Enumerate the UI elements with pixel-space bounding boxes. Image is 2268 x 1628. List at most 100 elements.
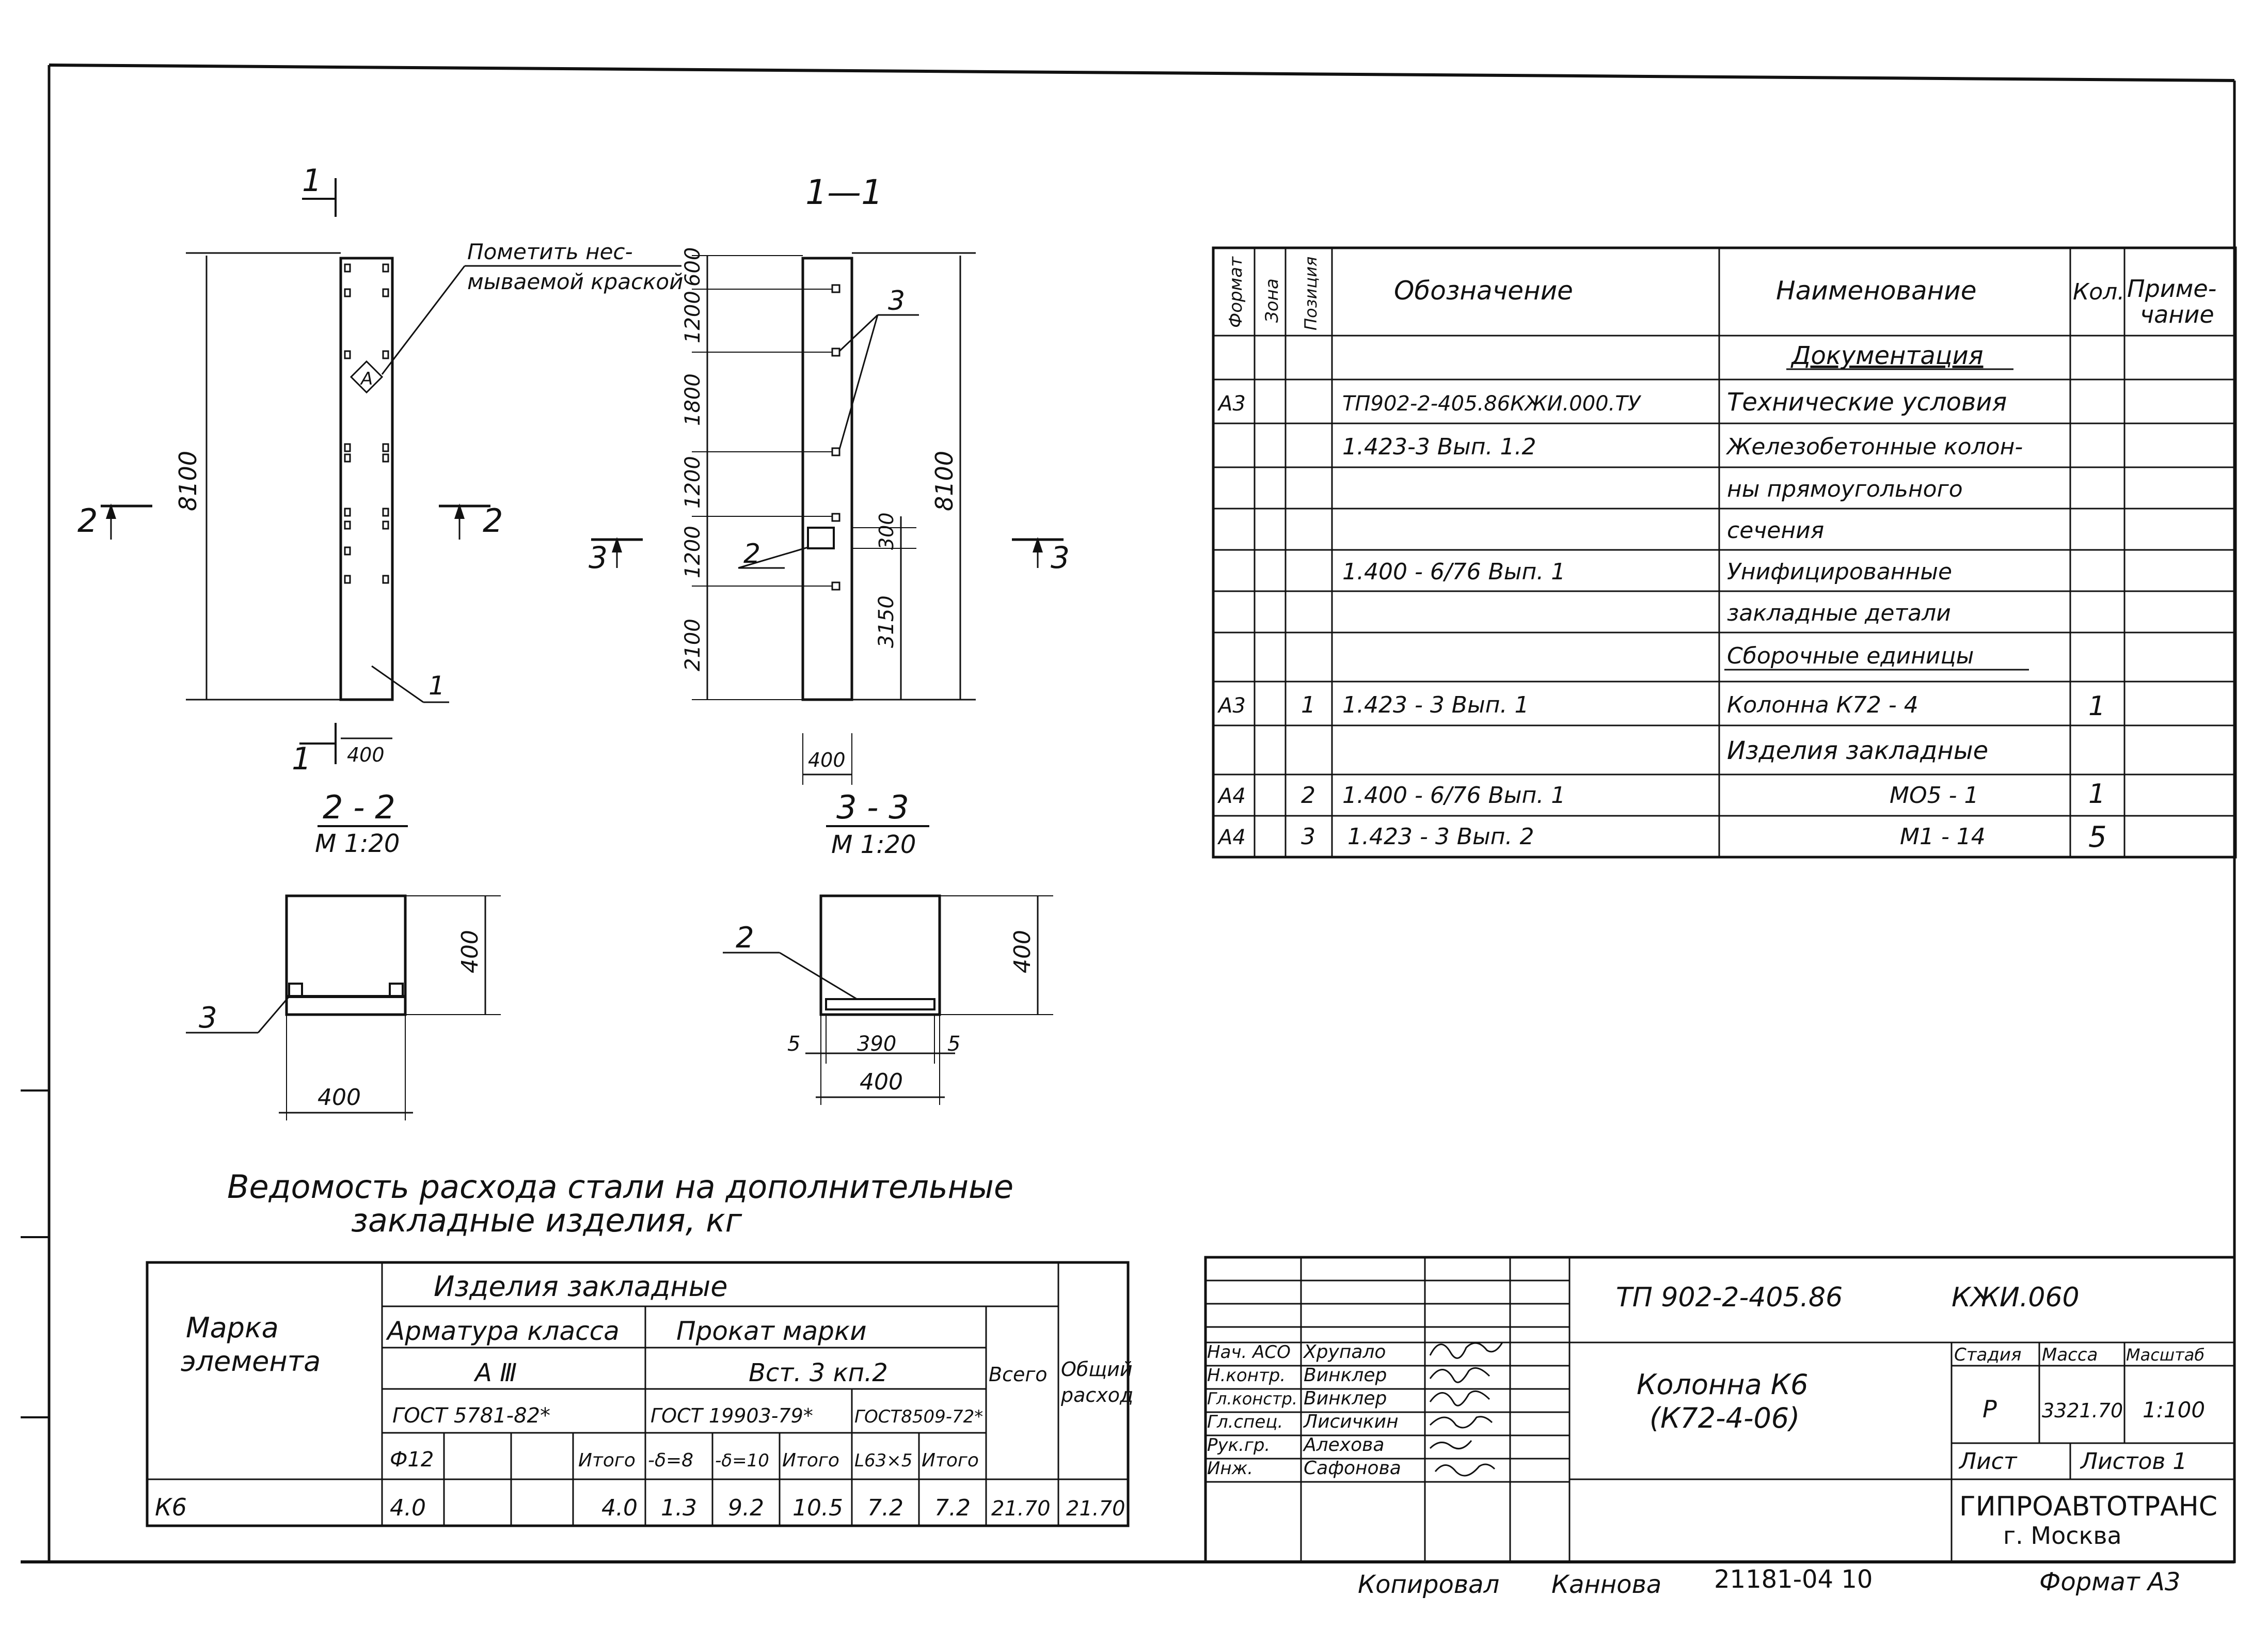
position-label-3-cross: 3	[199, 1001, 217, 1035]
spec-row-10-name: МО5 - 1	[1890, 782, 1978, 809]
title-block-person-0: Хрупало	[1303, 1341, 1386, 1363]
spec-header-format: Формат	[1226, 256, 1246, 328]
spec-row-5-designation: 1.400 - 6/76 Вып. 1	[1342, 559, 1565, 585]
cross-3-width: 400	[860, 1069, 903, 1095]
dim-left-5: 2100	[681, 619, 705, 671]
title-block-role-3: Гл.спец.	[1207, 1412, 1283, 1432]
height-dimension-section: 8100	[930, 451, 958, 511]
spec-row-11-pos: 3	[1301, 824, 1315, 850]
steel-header-d8: -δ=8	[648, 1450, 693, 1471]
specification-table: Формат Зона Позиция Обозначение Наименов…	[1212, 246, 2237, 859]
column-front-view: 1 А Пометить нес- мываемой краской 8100	[77, 163, 683, 858]
cut-label-2-left: 2	[77, 502, 98, 540]
spec-row-8-name: Колонна К72 - 4	[1727, 692, 1918, 718]
cut-label-2-right: 2	[483, 502, 503, 540]
steel-row-d8: 1.3	[661, 1495, 697, 1521]
footer: Копировал Каннова 21181-04 10 Формат А3	[1358, 1565, 2180, 1599]
title-block-role-1: Н.контр.	[1207, 1365, 1286, 1386]
title-block-h-sheet: Лист	[1958, 1448, 2018, 1475]
dim-left-4: 1200	[681, 526, 705, 578]
title-block-role-5: Инж.	[1207, 1458, 1253, 1479]
spec-row-10-designation: 1.400 - 6/76 Вып. 1	[1342, 782, 1565, 809]
steel-row-sheet-total: 10.5	[792, 1495, 843, 1521]
title-block-org-line1: ГИПРОАВТОТРАНС	[1959, 1491, 2217, 1522]
steel-row-overall: 21.70	[1066, 1497, 1125, 1521]
spec-row-10-qty: 1	[2088, 779, 2105, 810]
steel-header-element-line2: элемента	[181, 1345, 321, 1378]
spec-header-zone: Зона	[1262, 278, 1282, 323]
section-title-2-2: 2 - 2	[323, 788, 395, 826]
spec-row-1-designation: ТП902-2-405.86КЖИ.000.ТУ	[1342, 392, 1642, 416]
spec-row-1-name: Технические условия	[1727, 388, 2007, 417]
spec-row-11-format: А4	[1217, 826, 1246, 849]
spec-row-3-name: ны прямоугольного	[1727, 476, 1963, 502]
steel-row-phi12: 4.0	[390, 1495, 426, 1521]
steel-table-title-line1: Ведомость расхода стали на дополнительны…	[227, 1168, 1013, 1206]
title-block-person-3: Лисичкин	[1303, 1411, 1399, 1432]
spec-row-0-name: Документация	[1790, 341, 1984, 370]
steel-header-overall-line1: Общий	[1061, 1358, 1133, 1381]
steel-row-angle-total: 7.2	[934, 1495, 971, 1521]
steel-table-title-line2: закладные изделия, кг	[351, 1202, 742, 1239]
steel-header-sheet-subtotal: Итого	[782, 1450, 839, 1471]
spec-row-11-qty: 5	[2088, 820, 2107, 854]
dim-5-left: 5	[787, 1032, 800, 1056]
steel-header-gost-rebar: ГОСТ 5781-82*	[392, 1404, 550, 1428]
title-block-org-line2: г. Москва	[2003, 1522, 2122, 1550]
position-label-2-cross: 2	[736, 921, 754, 955]
cut-label-3-right: 3	[1051, 540, 1070, 575]
title-block-h-sheets: Листов 1	[2080, 1448, 2187, 1475]
title-block-code-suffix: КЖИ.060	[1952, 1282, 2080, 1313]
title-block-h-mass: Масса	[2042, 1345, 2098, 1365]
spec-row-6-name: закладные детали	[1727, 600, 1951, 626]
steel-header-element-line1: Марка	[186, 1311, 279, 1344]
footer-copied-by: Каннова	[1551, 1570, 1661, 1599]
cut-label-3-left: 3	[589, 540, 608, 575]
column-section-1-1: 1—1 600 1200 1800 1200 1200 2100	[589, 172, 1070, 859]
steel-header-rebar-grade: А Ⅲ	[473, 1358, 517, 1387]
title-block-role-0: Нач. АСО	[1207, 1342, 1291, 1363]
steel-row-mark: К6	[155, 1493, 187, 1521]
footer-doc-number: 21181-04 10	[1714, 1565, 1873, 1594]
height-dimension-front: 8100	[174, 451, 202, 511]
steel-header-rebar-subtotal: Итого	[578, 1450, 636, 1471]
cross-section-2-2: 400 3 400	[186, 894, 501, 1120]
steel-header-l63: L63×5	[854, 1450, 912, 1471]
dim-5-right: 5	[947, 1032, 960, 1056]
dim-left-0: 600	[681, 247, 705, 287]
section-scale-3-3: M 1:20	[831, 830, 916, 859]
spec-row-8-pos: 1	[1301, 692, 1315, 718]
position-label-3-section: 3	[888, 286, 905, 317]
steel-header-embedded: Изделия закладные	[434, 1270, 727, 1303]
position-label-1: 1	[429, 671, 445, 701]
steel-header-gost-sheet: ГОСТ 19903-79*	[651, 1404, 813, 1427]
steel-header-overall-line2: расход	[1060, 1384, 1133, 1406]
spec-row-11-name: М1 - 14	[1900, 824, 1986, 850]
width-dimension-section: 400	[808, 749, 846, 771]
title-block-name-line1: Колонна К6	[1637, 1368, 1809, 1401]
cross-2-width: 400	[318, 1084, 361, 1111]
title-block-stage: Р	[1982, 1395, 1997, 1423]
callout-note-line1: Пометить нес-	[467, 239, 633, 264]
steel-header-gost-angle: ГОСТ8509-72*	[854, 1406, 983, 1427]
section-scale-2-2: M 1:20	[315, 829, 400, 858]
spec-row-9-name: Изделия закладные	[1727, 736, 1988, 765]
steel-header-angle-subtotal: Итого	[922, 1450, 979, 1471]
steel-row-d10: 9.2	[728, 1495, 764, 1521]
title-block-person-4: Алехова	[1303, 1434, 1384, 1456]
signatures	[1429, 1342, 1503, 1477]
dim-left-3: 1200	[681, 456, 705, 509]
cross-2-height: 400	[457, 930, 483, 973]
section-title-1-1: 1—1	[805, 172, 883, 212]
spec-row-8-qty: 1	[2088, 691, 2105, 722]
spec-row-8-format: А3	[1217, 694, 1246, 718]
spec-header-qty: Кол.	[2073, 279, 2124, 305]
dim-390: 390	[857, 1032, 896, 1056]
title-block-code: ТП 902-2-405.86	[1616, 1282, 1843, 1313]
title-block-role-4: Рук.гр.	[1207, 1435, 1270, 1456]
spec-header-position: Позиция	[1301, 257, 1321, 330]
width-dimension-front: 400	[347, 744, 385, 766]
spec-row-1-format: А3	[1217, 392, 1246, 416]
spec-row-2-designation: 1.423-3 Вып. 1.2	[1342, 434, 1536, 460]
